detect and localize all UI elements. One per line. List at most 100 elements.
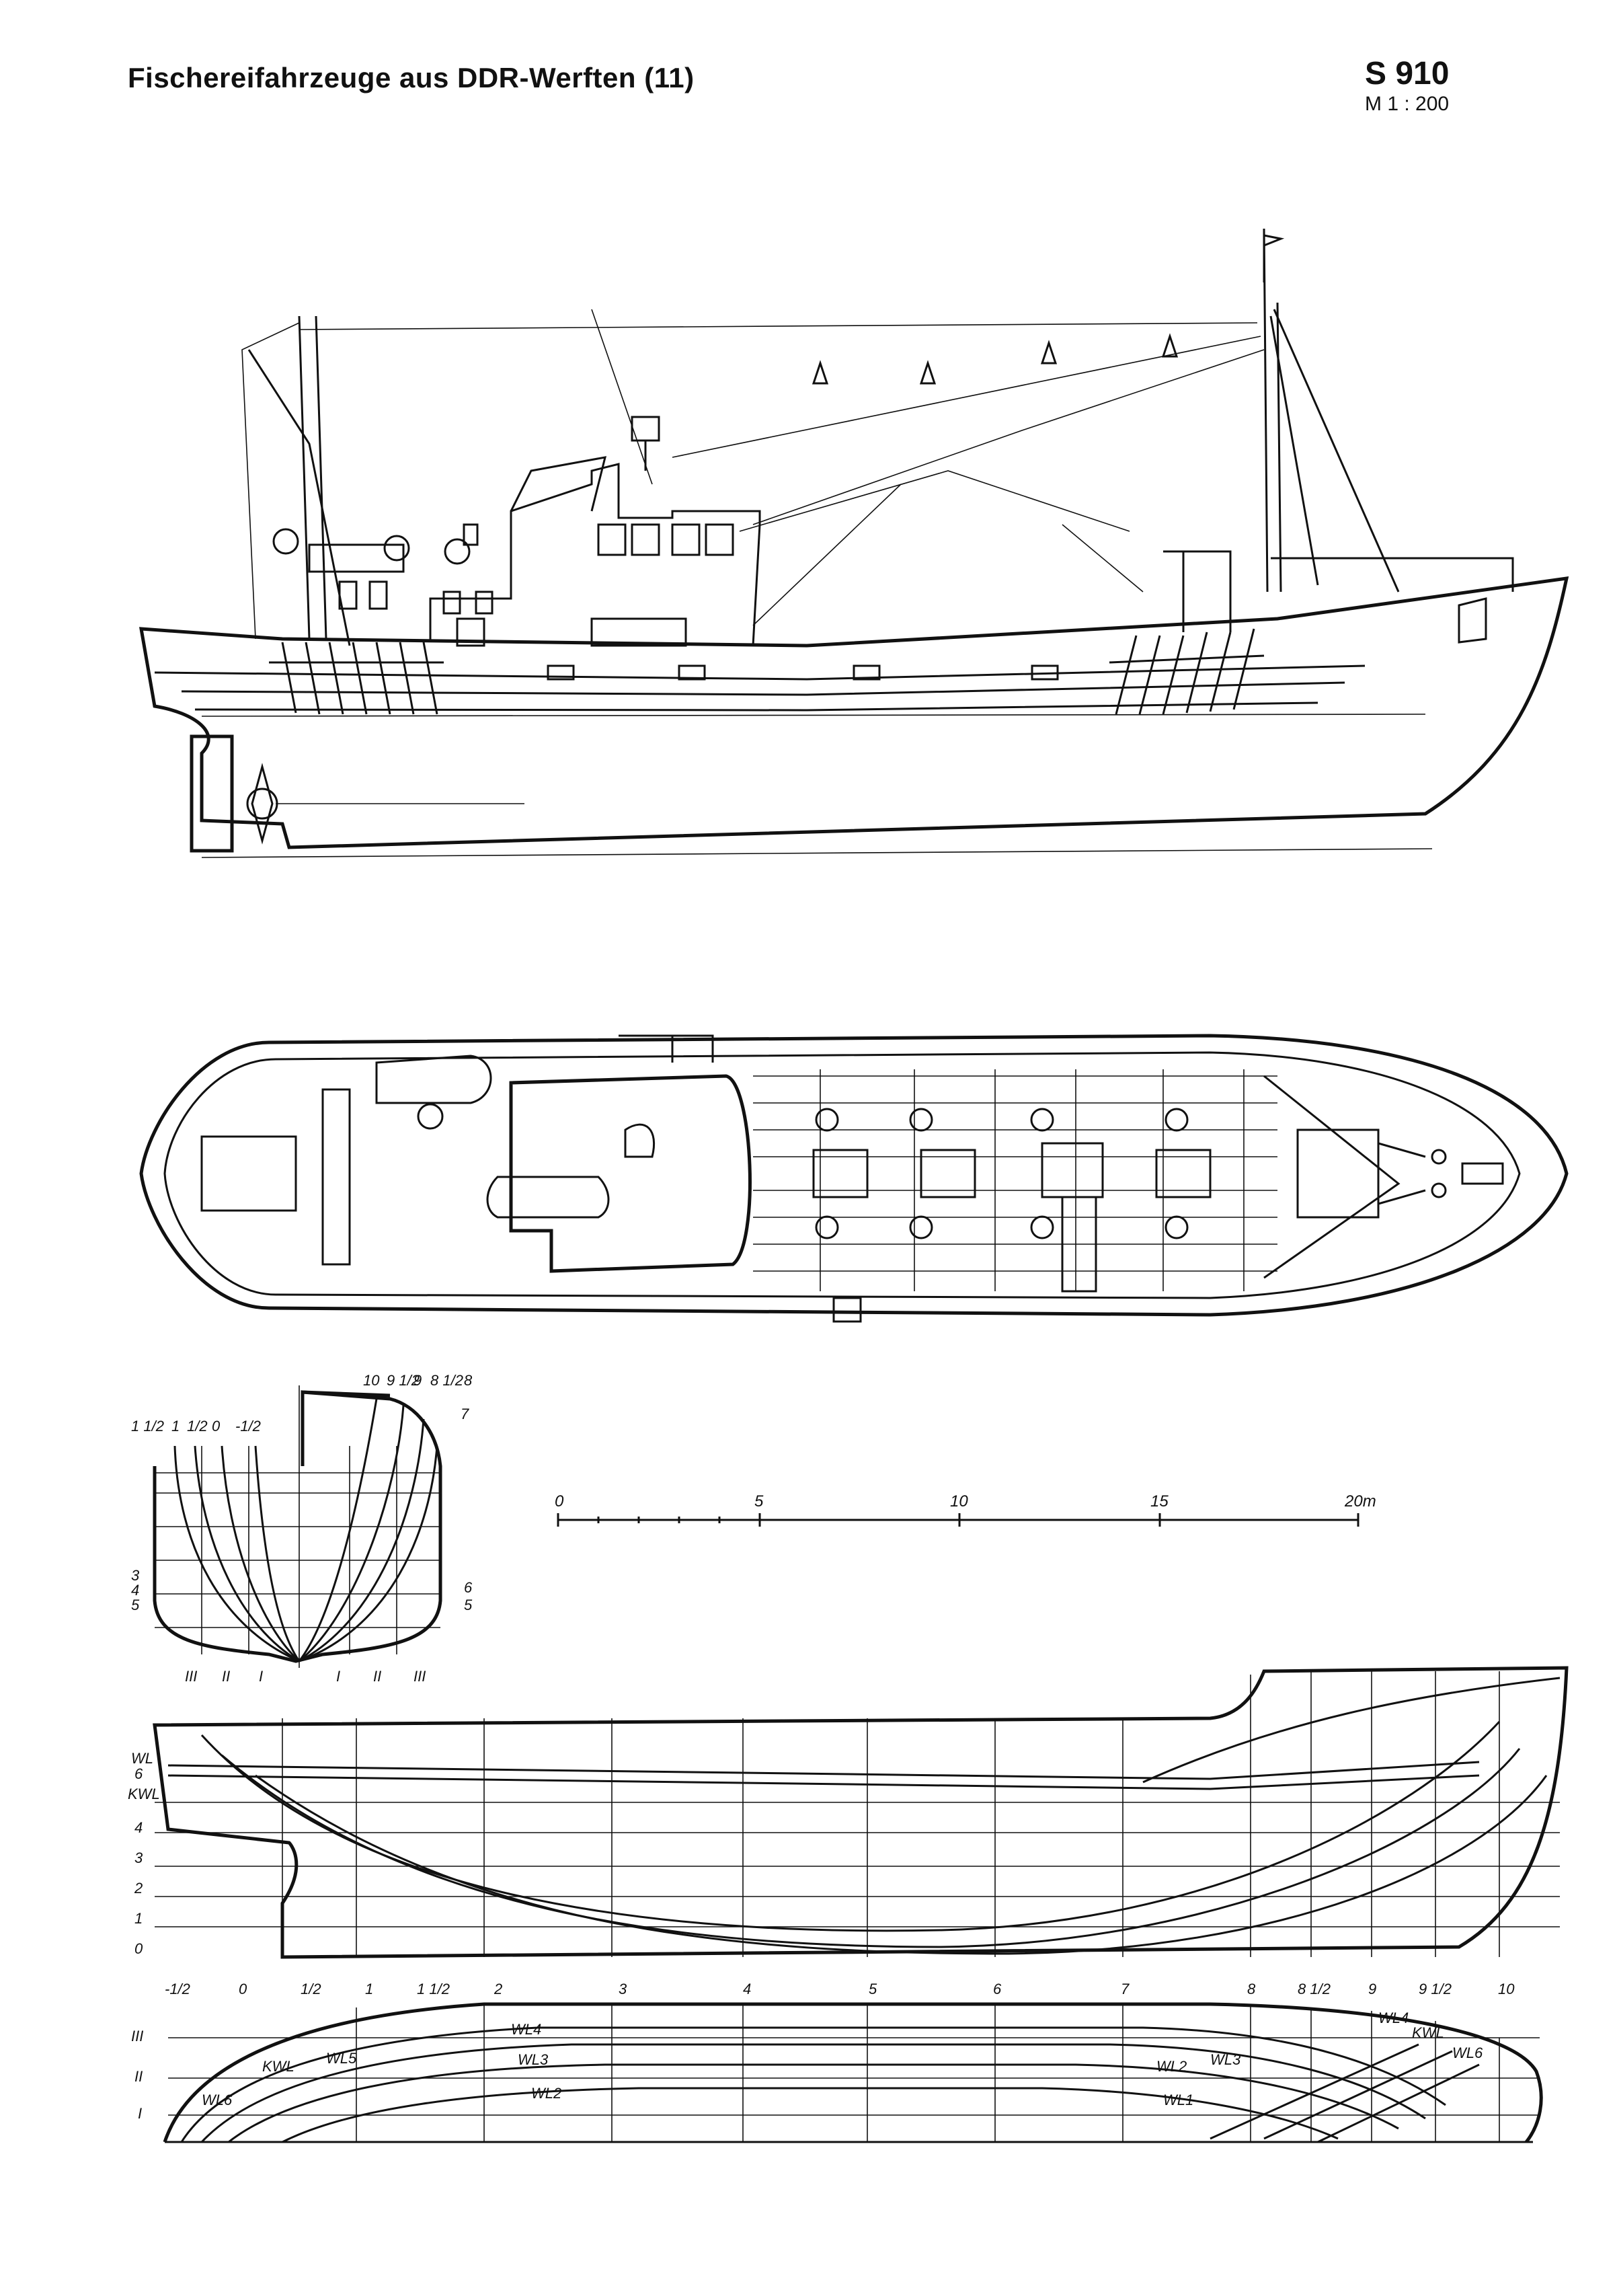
door xyxy=(456,617,485,647)
bp-aft-label: 1/2 xyxy=(187,1418,208,1434)
derrick xyxy=(752,484,902,626)
aft-winch xyxy=(272,528,299,555)
fish-chute xyxy=(1061,1196,1097,1293)
aft-platform xyxy=(200,1135,297,1212)
station-label: 6 xyxy=(993,1981,1002,1997)
bow-chain-lines xyxy=(1378,1142,1426,1205)
deckhouse-top xyxy=(509,1074,752,1273)
wl-label: 6 xyxy=(134,1765,143,1782)
station-label: -1/2 xyxy=(165,1981,190,1997)
funnel xyxy=(510,456,607,512)
station-label: 1/2 xyxy=(301,1981,321,1997)
hb-wl-label: WL1 xyxy=(1163,2092,1193,2108)
bp-right-low-label: 6 xyxy=(464,1579,473,1596)
station-label: 1 xyxy=(365,1981,373,1997)
fwd-gallows xyxy=(1163,550,1232,632)
fwd-mast-shrouds xyxy=(1269,309,1400,592)
hb-grid xyxy=(168,2004,1540,2142)
hull-window xyxy=(1031,664,1059,681)
deckhouse-window xyxy=(442,590,461,615)
anchor-pocket xyxy=(1458,597,1487,644)
vent xyxy=(463,523,479,546)
bollard xyxy=(909,1108,933,1132)
antenna-wire xyxy=(672,336,1261,458)
hb-wl-label: WL5 xyxy=(326,2050,357,2067)
bridge-window xyxy=(671,523,701,556)
blocks xyxy=(812,333,1179,385)
propeller-blades xyxy=(251,763,274,845)
forecastle-rail xyxy=(1271,557,1514,592)
scale-label: 15 xyxy=(1150,1492,1169,1510)
hb-buttock-label: III xyxy=(131,2028,143,2044)
bp-top-label: 8 1/2 xyxy=(430,1372,463,1389)
hb-wl-label: WL4 xyxy=(1378,2010,1409,2026)
hatch xyxy=(1155,1149,1212,1198)
hatch xyxy=(812,1149,869,1198)
deckhouse-window xyxy=(475,590,494,615)
station-label: 7 xyxy=(1121,1981,1130,1997)
hb-wl-label: WL6 xyxy=(1452,2044,1483,2061)
rubbing-strake-lower xyxy=(194,701,1318,712)
fwd-mast xyxy=(1263,228,1282,592)
bp-buttock-label: III xyxy=(185,1668,197,1685)
bp-top-label: 9 1/2 xyxy=(387,1372,420,1389)
wl-label: 3 xyxy=(134,1849,143,1866)
station-label: 2 xyxy=(494,1981,502,1997)
aft-winch-plan xyxy=(321,1088,351,1266)
vessel-code: S 910 xyxy=(1365,56,1450,91)
flag xyxy=(1263,229,1285,282)
wl-label: KWL xyxy=(128,1786,160,1802)
bow-cleat xyxy=(1461,1162,1504,1185)
hull-outline xyxy=(139,576,1569,849)
station-label: 8 1/2 xyxy=(1298,1981,1331,1997)
hb-wl-label: WL2 xyxy=(1156,2058,1187,2075)
derrick-fall xyxy=(739,470,1130,532)
lifebuoy xyxy=(444,538,471,565)
deckhouse-window xyxy=(368,580,388,610)
scale-label: 5 xyxy=(754,1492,764,1510)
bollard xyxy=(815,1215,839,1239)
bp-aft-label: 1 1/2 xyxy=(131,1418,164,1434)
bp-buttock-label: I xyxy=(259,1668,263,1685)
body-sections-fwd xyxy=(298,1398,438,1662)
station-label: 0 xyxy=(239,1981,247,1997)
hull-window xyxy=(678,664,706,681)
hb-buttock-label: I xyxy=(138,2105,142,2122)
body-plan: 10 9 1/2 9 8 1/2 8 1 1/2 1 1/2 0 -1/2 7 … xyxy=(131,1372,473,1685)
bp-buttock-label: I xyxy=(336,1668,340,1685)
hb-wl-label: WL3 xyxy=(1210,2051,1241,2068)
bollard xyxy=(1165,1215,1189,1239)
side-elevation xyxy=(139,228,1569,858)
hb-wl-label: WL6 xyxy=(202,2092,233,2108)
wl-label: 2 xyxy=(134,1880,143,1897)
hb-wl-label: WL2 xyxy=(531,2085,561,2102)
lockers xyxy=(590,617,687,647)
deck-line-profile xyxy=(167,1774,1480,1790)
buttock-lines xyxy=(200,1677,1561,1955)
bollard xyxy=(1165,1108,1189,1132)
wl-label: 1 xyxy=(134,1910,143,1927)
station-label: 4 xyxy=(743,1981,751,1997)
station-labels: -1/2 0 1/2 1 1 1/2 2 3 4 5 6 7 8 8 1/2 9… xyxy=(165,1981,1515,1997)
aft-frames xyxy=(269,642,444,715)
derrick-fall xyxy=(752,349,1265,525)
hb-wl-label: WL3 xyxy=(518,2051,549,2068)
hull-window xyxy=(853,664,881,681)
fwd-frames xyxy=(1109,628,1265,715)
station-label: 1 1/2 xyxy=(417,1981,450,1997)
deck-plan xyxy=(139,1034,1569,1323)
base-line xyxy=(201,848,1433,858)
scale-label: 0 xyxy=(555,1492,564,1510)
hull-window xyxy=(547,664,575,681)
scale-label: 20m xyxy=(1344,1492,1376,1510)
scale-bar: 0 5 10 15 20m xyxy=(555,1492,1376,1527)
bow-windlass xyxy=(1296,1128,1380,1219)
profile-outline xyxy=(153,1666,1569,1959)
bp-buttock-label: III xyxy=(413,1668,426,1685)
station-label: 9 1/2 xyxy=(1419,1981,1452,1997)
profile-grid xyxy=(155,1671,1560,1957)
body-plan-outline xyxy=(153,1390,442,1663)
antenna-wire xyxy=(299,322,1258,330)
bp-buttock-label: II xyxy=(222,1668,230,1685)
aft-mast-stay xyxy=(241,322,300,640)
